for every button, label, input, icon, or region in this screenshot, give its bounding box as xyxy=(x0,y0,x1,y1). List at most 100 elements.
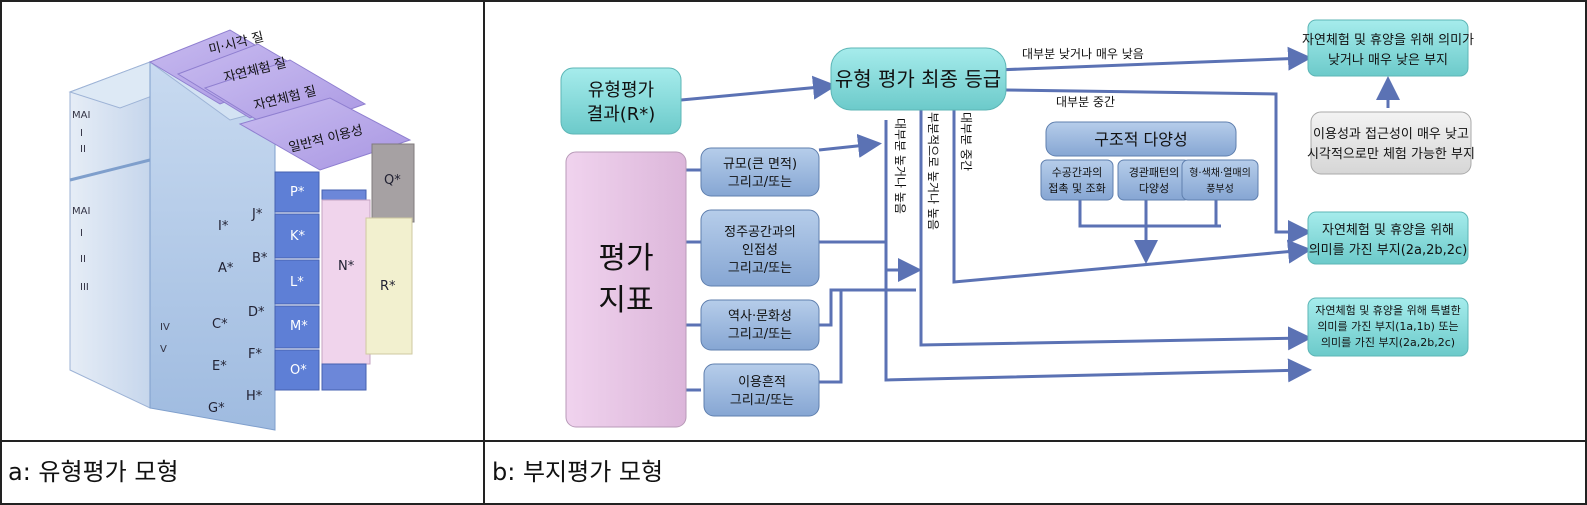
cube-cell-K-box xyxy=(274,213,320,259)
div2-l2: 다양성 xyxy=(1139,182,1169,195)
side-roman-1-upper: I xyxy=(80,128,83,139)
out-high-l1: 자연체험 및 휴양을 위해 특별한 xyxy=(1315,303,1461,317)
front-roman-5: V xyxy=(160,344,167,355)
edge-v3-to-mid xyxy=(952,108,1312,284)
node-outcome-high-box xyxy=(1307,297,1469,357)
cube-cell-A: A* xyxy=(218,261,234,276)
node-indicators-l2: 지표 xyxy=(598,283,653,318)
cube-cell-K: K* xyxy=(290,229,306,244)
side-roman-mai-upper: MAI xyxy=(72,110,90,121)
crit2-l3: 그리고/또는 xyxy=(728,261,792,276)
crit4-l1: 이용흔적 xyxy=(738,375,786,390)
edge-v1-to-high xyxy=(884,120,1312,383)
node-outcome-low-box xyxy=(1307,19,1469,77)
node-criteria-2 xyxy=(700,209,820,287)
node-indicators-box xyxy=(565,151,687,428)
node-result-l2: 결과(R*) xyxy=(587,104,656,125)
div3-l1: 형·색채·열매의 xyxy=(1189,167,1251,179)
cube-cell-P: P* xyxy=(290,185,305,200)
node-condition-box xyxy=(1310,111,1472,175)
node-final-box xyxy=(830,47,1007,111)
out-low-l2: 낮거나 매우 낮은 부지 xyxy=(1328,53,1448,68)
node-div-3 xyxy=(1181,159,1259,201)
node-criteria-3 xyxy=(700,299,820,351)
cube-split-line xyxy=(69,158,151,182)
side-roman-2-upper: II xyxy=(80,144,86,155)
cube-model: 미·시각 질 자연체험 질 자연체험 질 일반적 이용성 MAI I II MA… xyxy=(68,29,415,431)
node-outcome-mid-box xyxy=(1307,211,1469,265)
cube-cell-I: I* xyxy=(218,219,229,234)
cube-top-stack-4 xyxy=(238,97,412,171)
cube-cell-O: O* xyxy=(290,363,307,378)
cube-cell-Q: Q* xyxy=(384,173,401,188)
crit2-l1: 정주공간과의 xyxy=(724,225,796,240)
out-high-l3: 의미를 가진 부지(2a,2b,2c) xyxy=(1321,336,1455,349)
cube-cell-J: J* xyxy=(251,207,263,222)
cube-cell-N: N* xyxy=(338,259,355,274)
node-result-l1: 유형평가 xyxy=(588,80,654,101)
cube-cell-B: B* xyxy=(252,251,268,266)
edge-crit2 xyxy=(819,240,922,282)
crit1-l1: 규모(큰 면적) xyxy=(723,157,797,172)
node-result-box xyxy=(560,67,682,135)
out-mid-l2: 의미를 가진 부지(2a,2b,2c) xyxy=(1309,243,1468,258)
cube-cell-R: R* xyxy=(380,279,396,294)
div1-l1: 수공간과의 xyxy=(1052,166,1103,179)
crit1-l2: 그리고/또는 xyxy=(728,175,792,190)
edge-label-v3: 대부분 중간 xyxy=(959,112,973,171)
crit2-l2: 인접성 xyxy=(742,243,778,258)
crit3-l2: 그리고/또는 xyxy=(728,327,792,342)
div1-l2: 접촉 및 조화 xyxy=(1048,182,1106,195)
side-roman-3-lower: III xyxy=(80,282,89,293)
cube-cell-D: D* xyxy=(248,305,265,320)
edge-label-v1: 대부분 높거나 높음 xyxy=(893,118,907,214)
cube-cell-C: C* xyxy=(212,317,228,332)
cond-l2: 시각적으로만 체험 가능한 부지 xyxy=(1307,147,1475,162)
cube-cell-M-box xyxy=(274,305,320,349)
div2-l1: 경관패턴의 xyxy=(1129,166,1180,179)
edge-label-low: 대부분 낮거나 매우 낮음 xyxy=(1022,47,1144,61)
out-high-l2: 의미를 가진 부지(1a,1b) 또는 xyxy=(1317,320,1458,333)
edge-crit3 xyxy=(819,288,916,327)
edge-crit4 xyxy=(819,290,843,384)
caption-right: b: 부지평가 모형 xyxy=(492,458,664,486)
side-roman-2-lower: II xyxy=(80,254,86,265)
cube-cell-F: F* xyxy=(248,347,262,362)
caption-left: a: 유형평가 모형 xyxy=(8,458,179,486)
edge-label-mid: 대부분 중간 xyxy=(1056,95,1115,109)
node-div-1 xyxy=(1040,159,1114,201)
cube-cell-P-box xyxy=(274,171,320,213)
cube-cell-L: L* xyxy=(290,275,304,290)
div3-l2: 풍부성 xyxy=(1206,183,1234,195)
edge-final-to-mid xyxy=(1005,88,1312,244)
cube-cell-G: G* xyxy=(208,401,225,416)
side-roman-1-lower: I xyxy=(80,228,83,239)
cube-cell-R-box xyxy=(365,217,413,355)
side-roman-mai-lower: MAI xyxy=(72,206,90,217)
edge-crit1-up xyxy=(818,133,882,158)
crit4-l2: 그리고/또는 xyxy=(730,393,794,408)
cube-cell-N-box xyxy=(321,199,371,365)
front-roman-4: IV xyxy=(160,322,170,333)
out-low-l1: 자연체험 및 휴양을 위해 의미가 xyxy=(1302,33,1474,48)
cube-cell-H: H* xyxy=(246,389,263,404)
node-final: 유형 평가 최종 등급 xyxy=(835,67,1001,91)
edge-result-to-final xyxy=(680,75,837,102)
panel-divider xyxy=(483,0,485,505)
cube-bottom-box xyxy=(321,363,367,391)
edge-final-to-low xyxy=(995,46,1312,72)
cube-cell-E: E* xyxy=(212,359,227,374)
flow-diagram: 유형평가 결과(R*) 유형 평가 최종 등급 평가 지표 규모(큰 면적) 그… xyxy=(560,19,1475,428)
edge-diversity xyxy=(1078,195,1221,258)
crit3-l1: 역사·문화성 xyxy=(728,309,792,324)
node-indicators-l1: 평가 xyxy=(598,241,653,276)
caption-divider xyxy=(0,440,1587,442)
node-criteria-4 xyxy=(703,363,820,417)
cube-cell-L-box xyxy=(274,259,320,305)
cube-cell-O-box xyxy=(274,349,320,391)
node-diversity-box xyxy=(1045,121,1237,157)
cube-cell-M: M* xyxy=(290,319,308,334)
edge-v2-to-high xyxy=(919,108,1312,351)
cube-cell-Q-box xyxy=(371,143,415,223)
